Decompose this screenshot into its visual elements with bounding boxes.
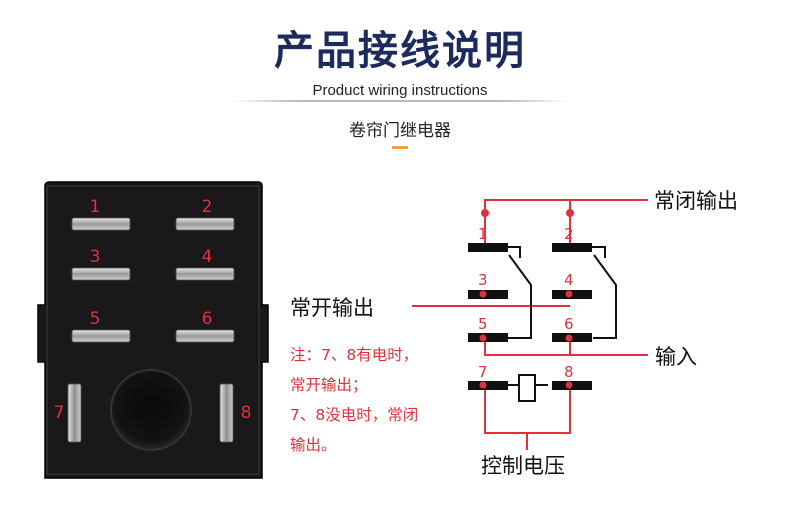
relay-pin-3 [71, 267, 131, 281]
terminal-2 [552, 243, 592, 252]
contact-arm-left [505, 246, 532, 339]
wire-input [484, 340, 648, 356]
terminal-dot-3 [479, 290, 487, 298]
label-normally-closed-output: 常闭输出 [654, 189, 738, 213]
relay-pin-6 [175, 329, 235, 343]
wire-control-voltage [484, 387, 571, 450]
relay-pin-1 [71, 217, 131, 231]
relay-pin-2 [175, 217, 235, 231]
relay-body [37, 181, 269, 479]
relay-pin-label-8: 8 [241, 403, 252, 423]
wire-nc-output [484, 199, 648, 244]
relay-schematic [412, 199, 648, 450]
note-line-4: 输出。 [290, 436, 337, 454]
relay-pin-7 [67, 383, 82, 443]
terminal-7 [468, 381, 508, 390]
subtitle-divider [230, 100, 570, 102]
page-title: 产品接线说明 [274, 28, 526, 74]
relay-coil [518, 374, 536, 402]
wiring-note: 注：7、8有电时， 常开输出； 7、8没电时，常闭 输出。 [290, 340, 490, 460]
schematic-pin-label-3: 3 [478, 271, 488, 289]
relay-pin-label-1: 1 [90, 197, 101, 217]
terminal-3 [468, 290, 508, 299]
schematic-pin-label-8: 8 [564, 363, 574, 381]
note-line-3: 7、8没电时，常闭 [290, 406, 419, 424]
relay-pin-5 [71, 329, 131, 343]
label-normally-open-output: 常开输出 [290, 296, 374, 320]
relay-pin-label-6: 6 [202, 309, 213, 329]
schematic-pin-label-4: 4 [564, 271, 574, 289]
label-control-voltage: 控制电压 [481, 454, 565, 478]
junction-nc-left [481, 209, 489, 217]
schematic-pin-numbers: 1 2 3 4 5 6 7 8 [478, 225, 574, 381]
terminal-dot-5 [479, 334, 487, 342]
accent-bar [392, 146, 408, 149]
terminal-dot-7 [479, 381, 487, 389]
relay-photo: 1 2 3 4 5 6 7 8 [37, 181, 269, 479]
relay-pin-label-7: 7 [54, 403, 65, 423]
subtitle-block: Product wiring instructions [230, 80, 570, 102]
relay-body-edge [46, 185, 260, 475]
note-line-1: 注：7、8有电时， [290, 346, 419, 364]
junction-nc-right [566, 209, 574, 217]
label-input: 输入 [655, 345, 697, 369]
relay-pin-label-3: 3 [90, 247, 101, 267]
terminal-dot-8 [565, 381, 573, 389]
relay-pin-label-5: 5 [90, 309, 101, 329]
relay-socket-hole [110, 369, 192, 451]
terminal-dot-6 [565, 334, 573, 342]
terminal-dot-4 [565, 290, 573, 298]
schematic-pin-label-5: 5 [478, 315, 488, 333]
product-name: 卷帘门继电器 [349, 121, 451, 141]
relay-pin-8 [219, 383, 234, 443]
subtitle: Product wiring instructions [304, 82, 496, 99]
terminal-5 [468, 333, 508, 342]
schematic-pin-label-2: 2 [564, 225, 574, 243]
note-line-2: 常开输出； [290, 376, 368, 394]
contact-arm-right [590, 246, 617, 339]
schematic-pin-label-6: 6 [564, 315, 574, 333]
relay-pin-label-2: 2 [202, 197, 213, 217]
schematic-pin-label-7: 7 [478, 363, 488, 381]
relay-pin-4 [175, 267, 235, 281]
relay-pin-label-4: 4 [202, 247, 213, 267]
terminal-1 [468, 243, 508, 252]
schematic-pin-label-1: 1 [478, 225, 488, 243]
